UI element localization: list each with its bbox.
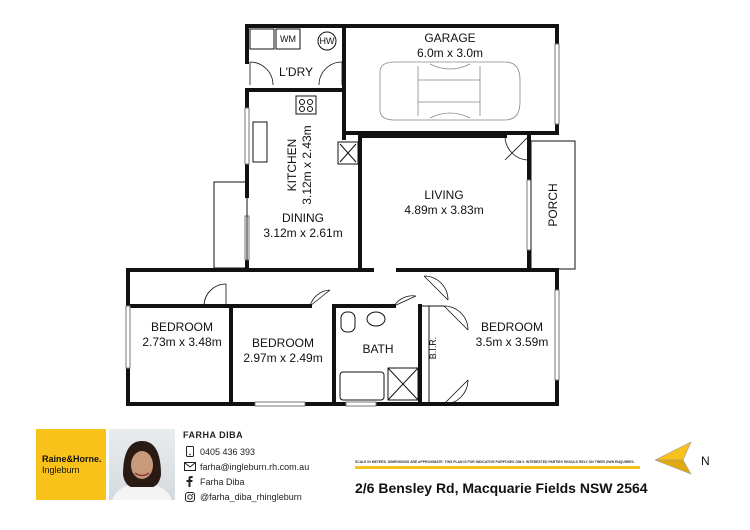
facebook-icon <box>183 476 196 487</box>
scale-bar <box>355 466 640 469</box>
disclaimer-text: SCALE IN METERS. DIMENSIONS ARE APPROXIM… <box>355 460 635 464</box>
bath-label: BATH <box>362 342 393 356</box>
bedroom-2-label: BEDROOM <box>252 336 314 350</box>
brand-line-1: Raine&Horne. <box>42 453 102 464</box>
built-in-robe: B.I.R. <box>420 305 469 405</box>
compass-north-label: N <box>701 454 710 468</box>
bathroom: BATH <box>332 295 422 407</box>
living-room: LIVING 4.89m x 3.83m <box>358 134 532 272</box>
agent-phone: 0405 436 393 <box>200 446 256 457</box>
garage-room: GARAGE 6.0m x 3.0m <box>342 24 560 135</box>
agent-contact: FARHA DIBA 0405 436 393 farha@ingleburn.… <box>183 425 353 504</box>
agent-instagram: @farha_diba_rhingleburn <box>200 491 302 502</box>
hot-water-label: HW <box>320 36 335 46</box>
washing-machine-label: WM <box>280 34 296 44</box>
bedroom-3: BEDROOM 3.5m x 3.59m <box>423 275 560 381</box>
kitchen-dining-room: KITCHEN 3.12m x 2.43m DINING 3.12m x 2.6… <box>213 88 362 272</box>
phone-icon <box>183 446 196 457</box>
agent-name: FARHA DIBA <box>183 430 244 440</box>
hot-water-unit <box>317 31 337 51</box>
agent-phone-row[interactable]: 0405 436 393 <box>183 444 353 459</box>
laundry-room: WM HW L'DRY <box>245 24 346 86</box>
dining-size: 3.12m x 2.61m <box>263 226 342 240</box>
garage-label: GARAGE <box>424 31 475 45</box>
toilet <box>340 311 356 333</box>
living-size: 4.89m x 3.83m <box>404 203 483 217</box>
agent-email: farha@ingleburn.rh.com.au <box>200 461 310 472</box>
porch-label: PORCH <box>546 183 560 226</box>
garage-size: 6.0m x 3.0m <box>417 46 483 60</box>
brand-line-2: Ingleburn <box>42 464 80 475</box>
washing-machine <box>275 28 301 50</box>
agent-email-row[interactable]: farha@ingleburn.rh.com.au <box>183 459 353 474</box>
porch: PORCH <box>530 140 576 270</box>
brand-logo: Raine&Horne. Ingleburn <box>36 429 106 500</box>
bedroom-1-label: BEDROOM <box>151 320 213 334</box>
living-label: LIVING <box>424 188 463 202</box>
bedroom-3-label: BEDROOM <box>481 320 543 334</box>
fridge-space <box>337 141 359 165</box>
car-icon <box>379 61 521 121</box>
bedroom-2-size: 2.97m x 2.49m <box>243 351 322 365</box>
bathtub <box>339 371 385 401</box>
bedroom-1-size: 2.73m x 3.48m <box>142 335 221 349</box>
bedroom-3-size: 3.5m x 3.59m <box>476 335 549 349</box>
compass-icon: N <box>654 441 710 475</box>
basin <box>366 311 386 327</box>
kitchen-sink <box>252 121 268 163</box>
kitchen-size: 3.12m x 2.43m <box>300 125 314 204</box>
agent-facebook-row[interactable]: Farha Diba <box>183 474 353 489</box>
laundry-label: L'DRY <box>279 65 313 79</box>
dining-label: DINING <box>282 211 324 225</box>
agent-instagram-row[interactable]: @farha_diba_rhingleburn <box>183 489 353 504</box>
kitchen-label: KITCHEN <box>285 139 299 192</box>
bedroom-2: BEDROOM 2.97m x 2.49m <box>229 289 336 407</box>
bedroom-1: BEDROOM 2.73m x 3.48m <box>125 283 233 406</box>
agent-photo <box>109 429 175 500</box>
instagram-icon <box>183 491 196 502</box>
floor-plan: GARAGE 6.0m x 3.0m WM HW L'DRY KITCHEN 3… <box>125 24 576 407</box>
property-address: 2/6 Bensley Rd, Macquarie Fields NSW 256… <box>355 480 648 496</box>
cooktop <box>295 95 317 115</box>
bir-label: B.I.R. <box>428 337 438 360</box>
agent-facebook: Farha Diba <box>200 476 245 487</box>
mail-icon <box>183 461 196 472</box>
shower <box>387 367 419 401</box>
